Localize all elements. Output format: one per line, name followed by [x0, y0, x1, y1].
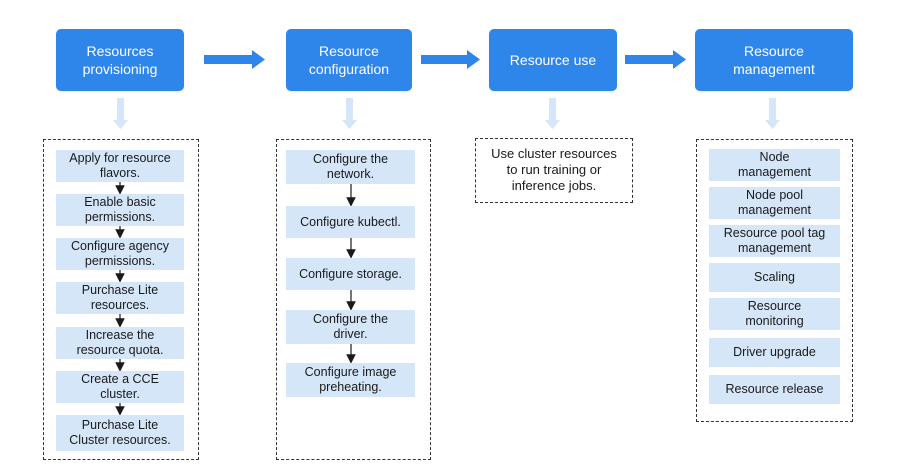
down-arrow-2: [342, 98, 357, 129]
step-purchase-lite-cluster: Purchase Lite Cluster resources.: [56, 415, 184, 451]
step-increase-quota: Increase the resource quota.: [56, 327, 184, 359]
flow-arrow-3-4: [625, 50, 686, 69]
step-node-pool-management: Node pool management: [709, 187, 840, 219]
step-node-management: Node management: [709, 149, 840, 181]
flow-arrow-2-3: [421, 50, 480, 69]
phase-header-label: Resource management: [733, 43, 815, 77]
step-configure-driver: Configure the driver.: [286, 310, 415, 344]
step-image-preheating: Configure image preheating.: [286, 363, 415, 397]
step-driver-upgrade: Driver upgrade: [709, 338, 840, 367]
phase-header-label: Resource configuration: [308, 43, 390, 77]
configuration-steps-container: [276, 139, 431, 460]
resource-use-container: [475, 138, 633, 203]
step-tag-management: Resource pool tag management: [709, 225, 840, 257]
step-configure-storage: Configure storage.: [286, 258, 415, 290]
step-resource-release: Resource release: [709, 375, 840, 404]
provisioning-steps-container: [43, 139, 199, 460]
step-scaling: Scaling: [709, 263, 840, 292]
step-configure-kubectl: Configure kubectl.: [286, 206, 415, 238]
down-arrow-1: [113, 98, 128, 129]
phase-header-label: Resource use: [509, 52, 597, 68]
step-enable-permissions: Enable basic permissions.: [56, 194, 184, 226]
phase-header-management: Resource management: [695, 29, 853, 91]
phase-header-label: Resources provisioning: [82, 43, 158, 77]
management-steps-container: [696, 139, 853, 422]
resource-use-note: Use cluster resources to run training or…: [491, 146, 617, 193]
phase-header-use: Resource use: [489, 29, 617, 91]
down-arrow-3: [545, 98, 560, 129]
step-create-cce: Create a CCE cluster.: [56, 371, 184, 403]
step-agency-permissions: Configure agency permissions.: [56, 238, 184, 270]
phase-header-configuration: Resource configuration: [286, 29, 412, 91]
step-apply-flavors: Apply for resource flavors.: [56, 150, 184, 182]
step-resource-monitoring: Resource monitoring: [709, 298, 840, 330]
flow-arrow-1-2: [204, 50, 265, 69]
step-configure-network: Configure the network.: [286, 150, 415, 184]
phase-header-provisioning: Resources provisioning: [56, 29, 184, 91]
down-arrow-4: [765, 98, 780, 129]
step-purchase-lite: Purchase Lite resources.: [56, 282, 184, 314]
